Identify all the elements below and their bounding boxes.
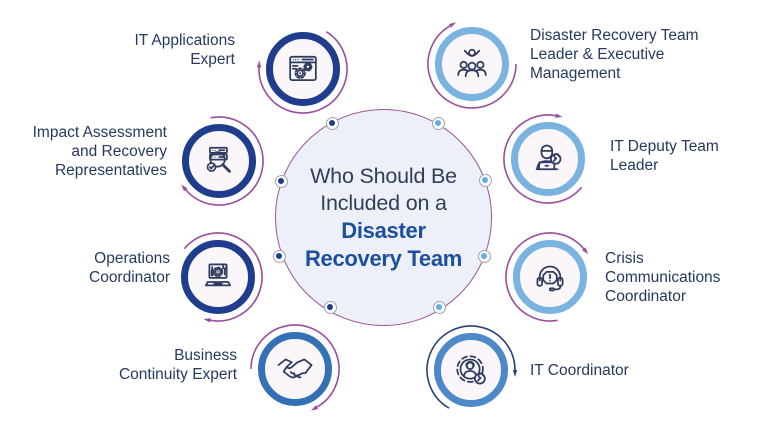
- label-line: Coordinator: [89, 269, 170, 286]
- connector-dot: [432, 300, 446, 314]
- label-business-continuity-expert: Business Continuity Expert: [119, 346, 237, 384]
- label-it-applications-expert: IT Applications Expert: [134, 31, 235, 69]
- node-dr-team-leader-executive-management: [417, 9, 527, 119]
- label-it-deputy-team-leader: IT Deputy Team Leader: [610, 137, 719, 175]
- label-it-coordinator: IT Coordinator: [530, 361, 629, 380]
- label-line: IT Applications: [134, 32, 235, 49]
- server-search-icon: [206, 146, 231, 173]
- handshake-icon: [277, 358, 313, 379]
- label-line: Continuity Expert: [118, 366, 237, 383]
- node-it-deputy-team-leader: [493, 104, 603, 214]
- connector-dot: [478, 173, 492, 187]
- center-title-accent-line: Recovery Team: [304, 245, 463, 271]
- center-circle: Who Should Be Included on a Disaster Rec…: [275, 109, 492, 326]
- label-line: IT Coordinator: [530, 362, 629, 379]
- center-title-accent-line: Disaster: [341, 217, 426, 243]
- node-business-continuity-expert: [240, 314, 350, 424]
- browser-gears-icon: [289, 55, 317, 81]
- label-line: Disaster Recovery Team: [530, 27, 699, 44]
- label-line: Operations: [94, 250, 170, 267]
- center-title-line: Who Should Be: [310, 163, 457, 188]
- headset-alert-icon: [536, 265, 564, 292]
- label-line: Expert: [190, 51, 235, 68]
- engineer-laptop-icon: [535, 144, 562, 171]
- connector-dot: [272, 249, 286, 263]
- node-it-coordinator: [416, 315, 526, 425]
- node-circle: [181, 240, 255, 314]
- node-circle: [266, 32, 340, 106]
- label-crisis-communications-coordinator: Crisis Communications Coordinator: [605, 249, 720, 306]
- connector-dot: [323, 300, 337, 314]
- label-line: Business: [174, 347, 237, 364]
- node-circle: [182, 124, 256, 198]
- node-circle: [258, 332, 332, 406]
- node-crisis-communications-coordinator: [495, 222, 605, 332]
- label-line: Leader: [610, 157, 659, 174]
- label-line: Leader & Executive: [530, 46, 665, 63]
- node-impact-assessment-recovery-representatives: [164, 106, 274, 216]
- node-it-applications-expert: [248, 14, 358, 124]
- label-dr-team-leader-executive-management: Disaster Recovery Team Leader & Executiv…: [530, 26, 699, 83]
- connector-dot: [477, 249, 491, 263]
- label-line: Management: [530, 65, 621, 82]
- team-leader-icon: [457, 48, 487, 78]
- connector-dot: [325, 116, 339, 130]
- label-line: Representatives: [54, 162, 167, 179]
- label-line: Communications: [605, 269, 721, 286]
- node-circle: [511, 122, 585, 196]
- node-circle: [513, 240, 587, 314]
- label-line: Crisis: [605, 250, 644, 267]
- node-circle: [435, 27, 509, 101]
- label-impact-assessment-recovery-representatives: Impact Assessment and Recovery Represent…: [33, 123, 167, 180]
- connector-dot: [274, 174, 288, 188]
- gear-technician-icon: [456, 355, 486, 385]
- label-operations-coordinator: Operations Coordinator: [89, 249, 170, 287]
- node-circle: [434, 333, 508, 407]
- center-title-line: Included on a: [320, 190, 447, 215]
- label-line: Impact Assessment: [32, 124, 167, 141]
- label-line: and Recovery: [71, 143, 167, 160]
- label-line: Coordinator: [605, 288, 686, 305]
- connector-dot: [431, 116, 445, 130]
- laptop-tools-icon: [204, 263, 232, 287]
- center-title: Who Should Be Included on a Disaster Rec…: [305, 163, 462, 273]
- node-operations-coordinator: [163, 222, 273, 332]
- label-line: IT Deputy Team: [610, 138, 719, 155]
